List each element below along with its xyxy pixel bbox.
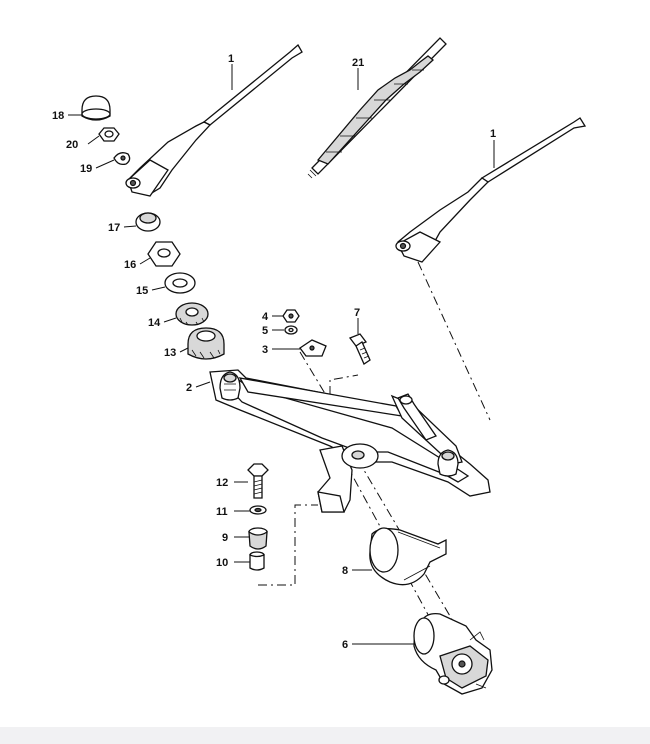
linkage-frame: [209, 369, 491, 513]
callout-8: 8: [342, 565, 348, 577]
callout-5: 5: [262, 325, 268, 337]
bolt-stack-left: [247, 463, 269, 571]
wiper-motor: [413, 612, 493, 695]
callout-7: 7: [354, 307, 360, 319]
callout-9: 9: [222, 532, 228, 544]
motor-cover: [369, 527, 447, 586]
wiper-arm-left: [125, 43, 303, 197]
callout-2: 2: [186, 382, 192, 394]
callout-12: 12: [216, 477, 228, 489]
callout-11: 11: [216, 506, 228, 518]
leader-lines: [68, 64, 495, 645]
callout-14: 14: [148, 317, 161, 329]
callout-18: 18: [52, 110, 64, 122]
callout-labels: 1 1 21 18 20 19 17 16 15 14 13 4 5 3 7 2…: [52, 53, 496, 651]
callout-21: 21: [352, 57, 364, 69]
callout-19: 19: [80, 163, 92, 175]
callout-4: 4: [262, 311, 269, 323]
spindle-parts-left: [81, 95, 225, 360]
callout-3: 3: [262, 344, 268, 356]
small-parts-center: [282, 309, 371, 365]
callout-10: 10: [216, 557, 228, 569]
callout-16: 16: [124, 259, 136, 271]
footer-bar: [0, 727, 650, 744]
callout-20: 20: [66, 139, 78, 151]
callout-6: 6: [342, 639, 348, 651]
wiper-arm-right: [395, 117, 587, 263]
callout-17: 17: [108, 222, 120, 234]
callout-1-right: 1: [490, 128, 496, 140]
callout-13: 13: [164, 347, 176, 359]
wiper-blade: [307, 37, 447, 179]
callout-15: 15: [136, 285, 148, 297]
callout-1-left: 1: [228, 53, 234, 65]
